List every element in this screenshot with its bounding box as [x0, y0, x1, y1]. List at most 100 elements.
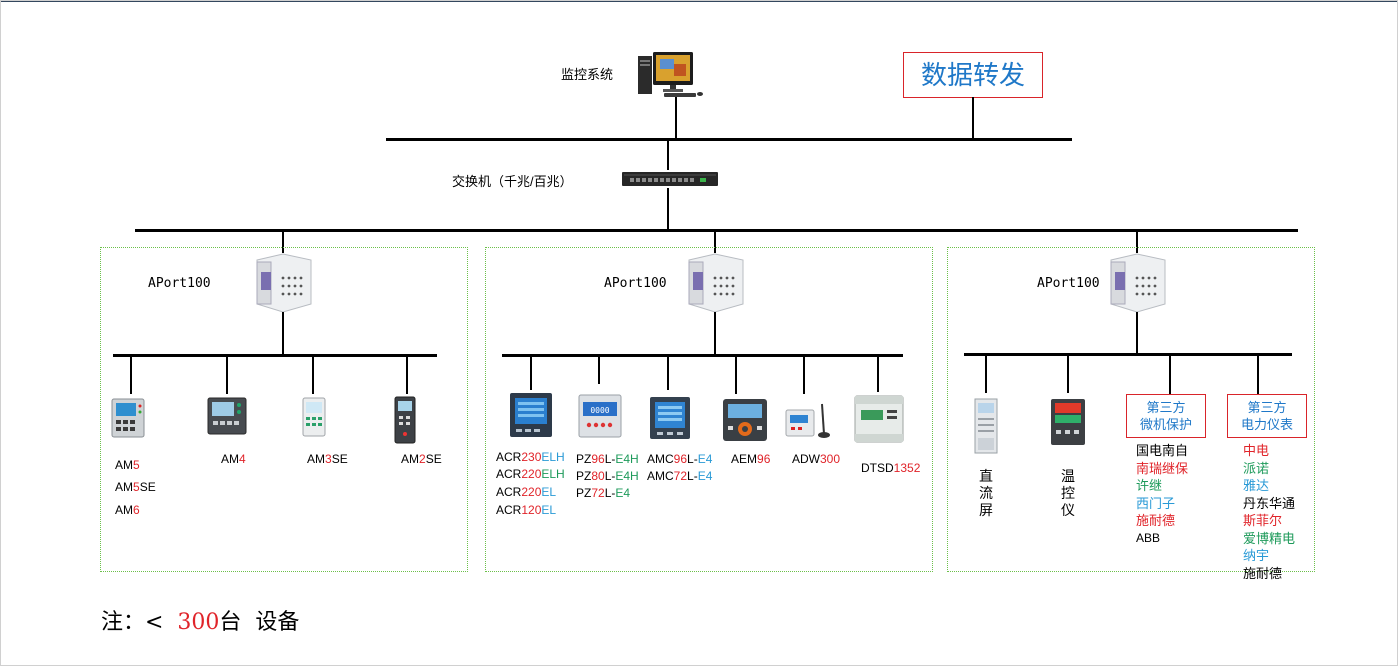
group3-gateway-down	[1136, 312, 1138, 355]
dtsd1352-label: DTSD1352	[861, 461, 921, 475]
brand-item: 丹东华通	[1243, 495, 1296, 511]
data-forward-label: 数据转发	[920, 60, 1025, 90]
aem-drop	[735, 356, 737, 394]
group2-sub-bus	[502, 354, 903, 357]
acr-meter-icon	[510, 393, 552, 437]
aport100-gateway-icon	[256, 253, 312, 313]
note-count: 300	[177, 610, 220, 635]
am5se-label: AM5SE	[115, 480, 156, 494]
group3-box	[947, 247, 1315, 572]
brand-item: 中电	[1243, 443, 1270, 458]
brand-item: 南瑞继保	[1136, 460, 1189, 476]
acr-drop	[530, 356, 532, 390]
upper-bus-line	[386, 138, 1072, 141]
am4-label: AM4	[221, 452, 246, 466]
group1-gateway-down	[282, 312, 284, 355]
brand-item: 施耐德	[1243, 565, 1283, 581]
aem-meter-icon	[723, 399, 767, 441]
third-meter-drop	[1257, 355, 1259, 395]
brand-item: 西门子	[1136, 495, 1176, 511]
data-forward-box: 数据转发	[903, 52, 1043, 98]
brand-item: 爱博精电	[1243, 530, 1296, 546]
dc-screen-label: 直 流 屏	[979, 468, 993, 518]
monitor-label: 监控系统	[561, 67, 614, 82]
switch-downlink-line	[667, 188, 669, 230]
switch-uplink-line	[667, 140, 669, 170]
pz-drop	[598, 356, 600, 384]
third-party-protection-box: 第三方 微机保护	[1126, 394, 1206, 438]
note-suffix: 台 设备	[219, 610, 300, 635]
third-protect-drop	[1169, 355, 1171, 395]
aport100-gateway-icon	[1110, 253, 1166, 313]
adw300-label: ADW300	[792, 452, 841, 466]
group2-gateway-down	[714, 312, 716, 355]
third-meter-brand-list: 中电 派诺 雅达 丹东华通 斯菲尔 爱博精电 纳宇 施耐德	[1243, 442, 1295, 582]
group2-drop-line	[714, 231, 716, 253]
group3-sub-bus	[964, 353, 1292, 356]
am5-drop	[130, 356, 132, 394]
main-bus-line	[135, 229, 1298, 232]
forward-link-line	[972, 97, 974, 139]
am2se-relay-icon	[394, 396, 416, 444]
am6-label: AM6	[115, 503, 140, 517]
group3-drop-line	[1136, 231, 1138, 253]
aport100-gateway-icon	[688, 253, 744, 313]
brand-item: 派诺	[1243, 460, 1270, 476]
switch-label: 交换机（千兆/百兆）	[452, 174, 573, 189]
monitor-link-line	[675, 97, 677, 139]
am3se-relay-icon	[302, 397, 326, 437]
group1-gateway-label: APort100	[148, 276, 211, 291]
svg-text:0000: 0000	[590, 406, 609, 415]
pz80-label: PZ80L-E4H	[576, 469, 639, 483]
adw-drop	[803, 356, 805, 394]
pz72-label: PZ72L-E4	[576, 486, 631, 500]
am5-relay-icon	[111, 398, 145, 438]
note-prefix: 注：<	[101, 610, 178, 635]
device-count-note: 注：< 300台 设备	[101, 604, 299, 636]
group1-drop-line	[282, 231, 284, 253]
group2-gateway-label: APort100	[604, 276, 667, 291]
acr220el-label: ACR220EL	[496, 485, 557, 499]
brand-item: 纳宇	[1243, 548, 1270, 563]
am2se-label: AM2SE	[401, 452, 442, 466]
acr120el-label: ACR120EL	[496, 503, 557, 517]
am3se-drop	[312, 356, 314, 394]
acr230elh-label: ACR230ELH	[496, 450, 565, 464]
amc-meter-icon	[650, 397, 690, 439]
dtsd-meter-icon	[854, 395, 904, 443]
group2-box	[485, 247, 933, 572]
am2se-drop	[406, 356, 408, 394]
brand-item: 国电南自	[1136, 443, 1189, 458]
pz-meter-icon: 0000	[578, 394, 622, 438]
brand-item: ABB	[1136, 530, 1161, 545]
network-switch-icon	[622, 172, 718, 186]
brand-item: 斯菲尔	[1243, 513, 1283, 528]
dc-screen-cabinet-icon	[974, 398, 998, 454]
group1-sub-bus	[113, 354, 437, 357]
pz96-label: PZ96L-E4H	[576, 452, 639, 466]
am5-label: AM5	[115, 458, 140, 472]
acr220elh-label: ACR220ELH	[496, 467, 565, 481]
amc-drop	[667, 356, 669, 390]
dtsd-drop	[877, 356, 879, 392]
adw-meter-icon	[785, 403, 830, 438]
third-protect-brand-list: 国电南自 南瑞继保 许继 西门子 施耐德 ABB	[1136, 442, 1188, 547]
third-party-meter-box: 第三方 电力仪表	[1227, 394, 1307, 438]
brand-item: 许继	[1136, 478, 1163, 493]
dc-screen-drop	[985, 355, 987, 393]
computer-icon	[638, 52, 703, 97]
top-border	[0, 0, 1398, 2]
am4-relay-icon	[207, 397, 247, 435]
brand-item: 施耐德	[1136, 513, 1176, 528]
temp-ctrl-drop	[1067, 355, 1069, 393]
amc72-label: AMC72L-E4	[647, 469, 713, 483]
group1-box	[100, 247, 468, 572]
brand-item: 雅达	[1243, 478, 1270, 493]
aem96-label: AEM96	[731, 452, 771, 466]
temp-ctrl-label: 温 控 仪	[1061, 468, 1075, 518]
amc96-label: AMC96L-E4	[647, 452, 713, 466]
temp-controller-icon	[1051, 399, 1085, 445]
am3se-label: AM3SE	[307, 452, 348, 466]
group3-gateway-label: APort100	[1037, 276, 1100, 291]
am4-drop	[226, 356, 228, 394]
